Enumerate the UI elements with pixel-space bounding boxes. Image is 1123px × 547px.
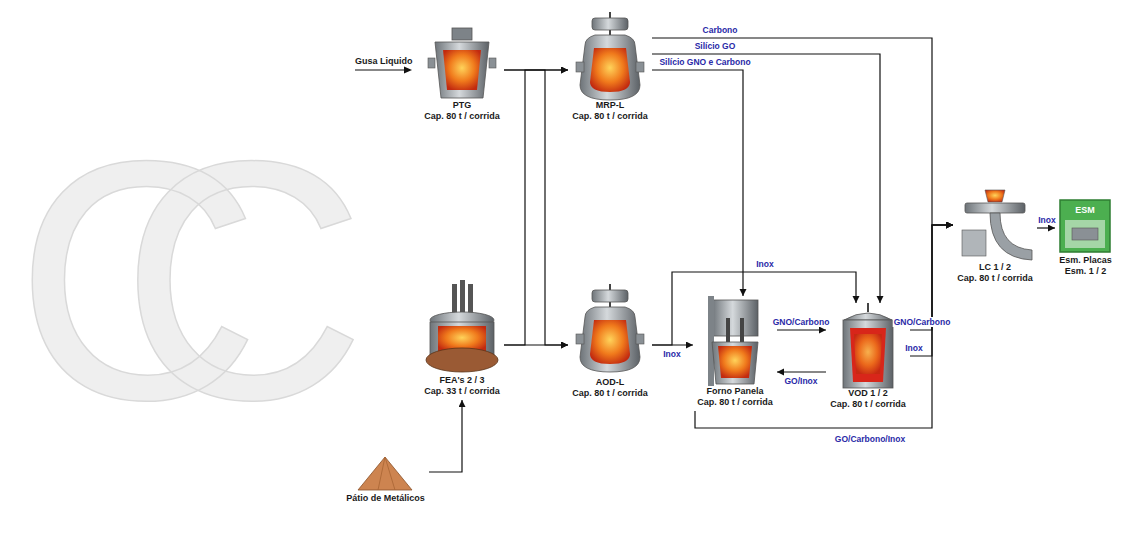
ladle-furnace-node: Forno PanelaCap. 80 t / corrida (693, 296, 777, 411)
flow-label: Inox (755, 259, 774, 269)
flow-label: Inox (904, 343, 923, 353)
equipment-name: Esm. Placas (1059, 255, 1112, 266)
electric-arc-furnace (426, 280, 498, 372)
flow-connector (652, 38, 953, 225)
flow-connector (1037, 227, 1055, 228)
caster-node: LC 1 / 2Cap. 80 t / corrida (953, 190, 1037, 287)
flow-connector (504, 70, 568, 345)
equipment-name: VOD 1 / 2 (830, 388, 906, 399)
mrp-converter (576, 12, 644, 100)
equipment-capacity: Cap. 80 t / corrida (697, 397, 773, 408)
equipment-capacity: Cap. 80 t / corrida (830, 399, 906, 410)
aod-node: AOD-LCap. 80 t / corrida (568, 282, 652, 402)
flow-connector (504, 344, 568, 345)
continuous-caster (962, 190, 1032, 260)
equipment-capacity: Cap. 80 t / corrida (424, 111, 500, 122)
flow-connector (652, 70, 743, 296)
flow-label: Carbono (702, 25, 739, 35)
equipment-capacity: Cap. 80 t / corrida (572, 388, 648, 399)
equipment-name: MRP-L (572, 100, 648, 111)
input-arrowhead (404, 67, 412, 74)
flow-connector (652, 272, 856, 345)
equipment-name: Forno Panela (697, 386, 773, 397)
flow-label: Inox (662, 349, 681, 359)
slab-scarfing-icon (1060, 200, 1110, 252)
flow-label: Inox (1037, 215, 1056, 225)
ladle-furnace (708, 296, 758, 386)
mrp-node: MRP-LCap. 80 t / corrida (568, 12, 652, 125)
flow-connector (429, 400, 462, 472)
flow-connector (652, 54, 880, 303)
flow-label: GO/Carbono/Inox (834, 434, 906, 444)
equipment-capacity: Cap. 80 t / corrida (957, 273, 1033, 284)
equipment-name: FEA's 2 / 3 (424, 375, 500, 386)
equipment-capacity: Esm. 1 / 2 (1059, 266, 1112, 277)
flow-label: GNO/Carbono (772, 317, 831, 327)
flow-label: GNO/Carbono (893, 317, 952, 327)
flow-connector (695, 225, 953, 428)
flow-connector (504, 70, 568, 345)
icon-label: ESM (1075, 205, 1095, 215)
flow-connector (777, 371, 826, 372)
flow-label: GO/Inox (783, 376, 818, 386)
flow-label: Silício GNO e Carbono (658, 57, 751, 67)
ptg-ladle (428, 28, 496, 98)
scrap-yard-node: Pátio de Metálicos (342, 455, 429, 507)
equipment-name: AOD-L (572, 377, 648, 388)
flow-connector (777, 329, 826, 330)
equipment-name: PTG (424, 100, 500, 111)
vod-vessel (843, 303, 893, 388)
ptg-node: PTGCap. 80 t / corrida (420, 28, 504, 125)
equipment-name: Pátio de Metálicos (346, 493, 425, 504)
watermark: CC (15, 110, 226, 450)
flow-label: Silício GO (694, 41, 737, 51)
equipment-capacity: Cap. 33 t / corrida (424, 386, 500, 397)
aod-converter (576, 284, 644, 372)
equipment-capacity: Cap. 80 t / corrida (572, 111, 648, 122)
input-label: Gusa Liquido (355, 56, 413, 66)
fea-node: FEA's 2 / 3Cap. 33 t / corrida (420, 280, 504, 400)
equipment-name: LC 1 / 2 (957, 262, 1033, 273)
scrap-yard-pile (358, 457, 412, 490)
input-arrow (355, 69, 405, 70)
